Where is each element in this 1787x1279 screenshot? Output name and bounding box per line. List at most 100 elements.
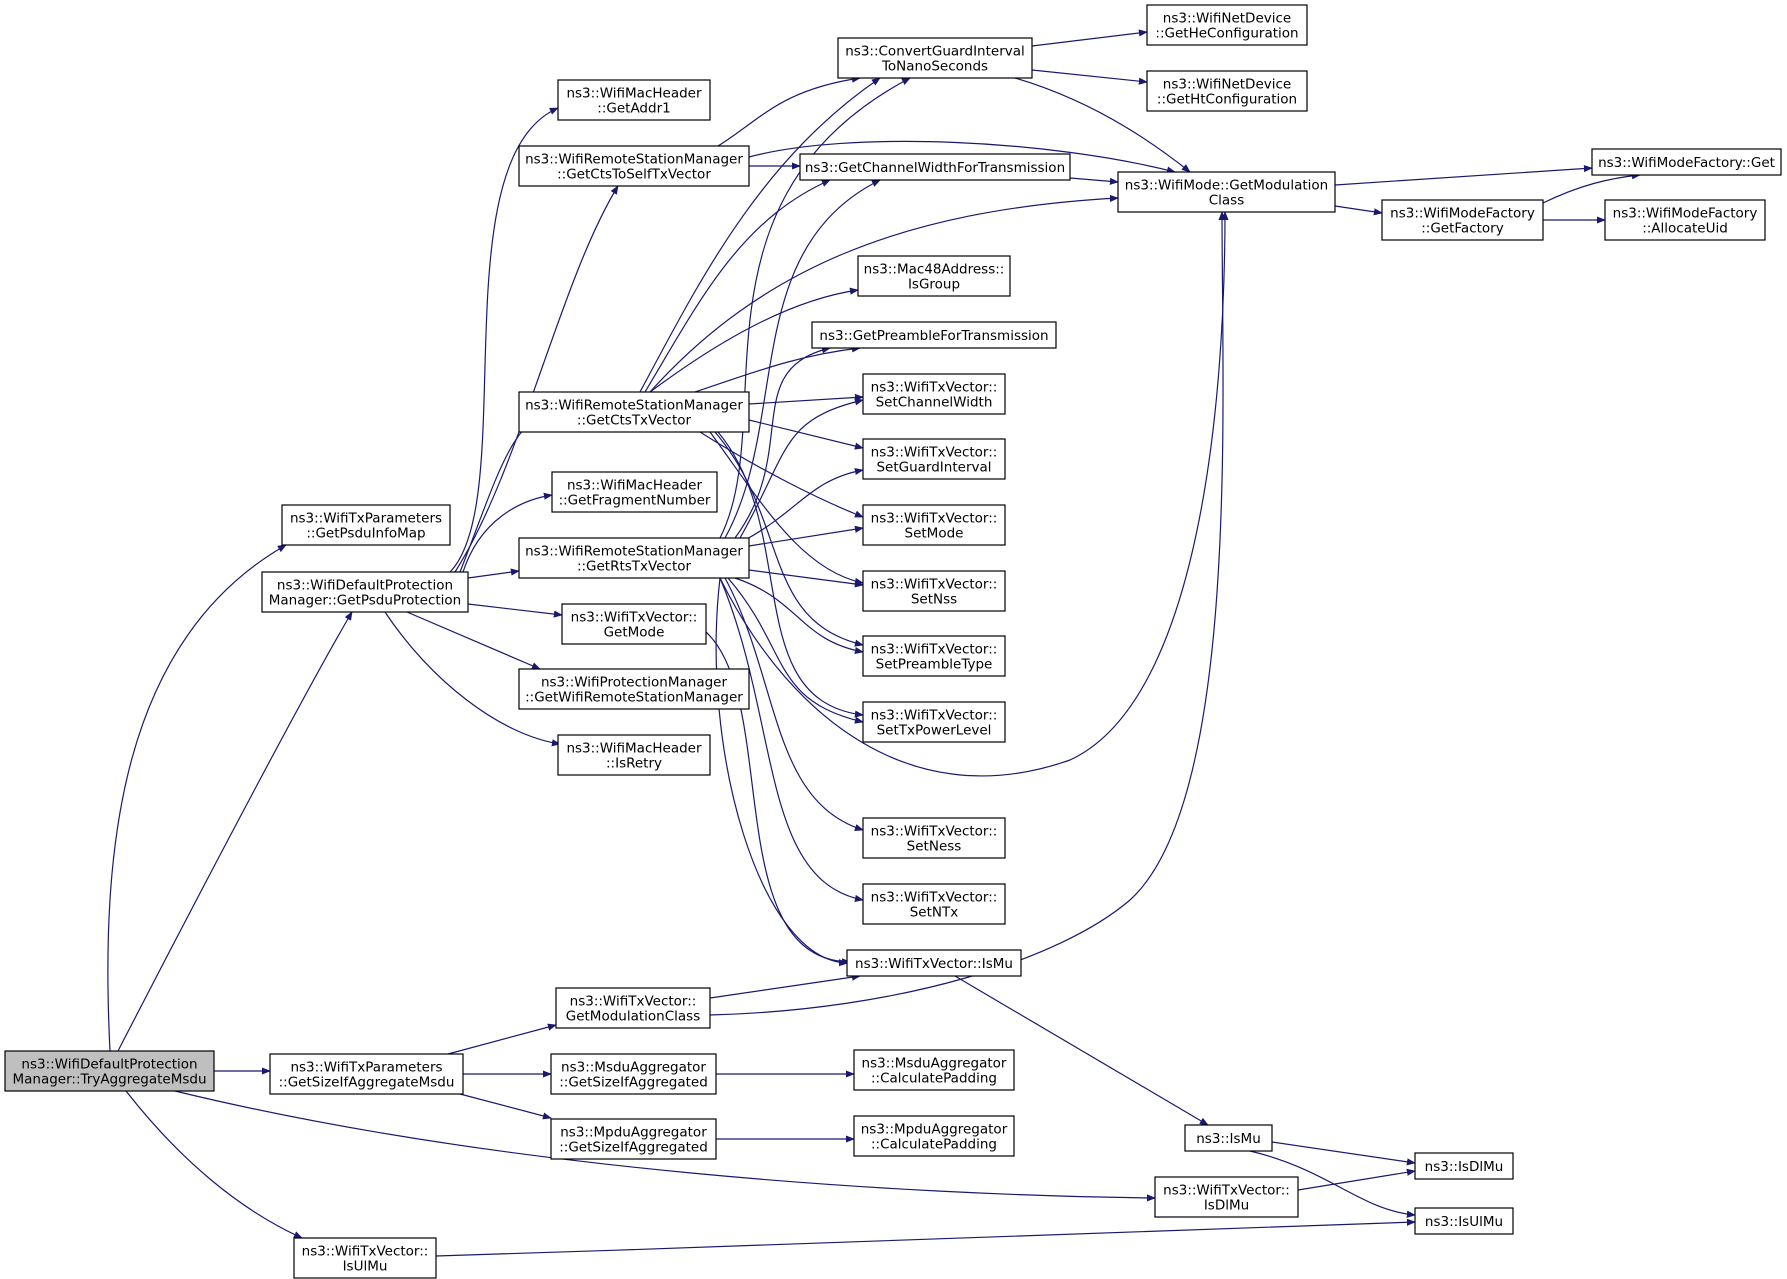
node-get-preamble-ft[interactable]: ns3::GetPreambleForTransmission	[811, 321, 1057, 349]
edge-line	[719, 577, 864, 902]
node-label: ::GetFragmentNumber	[559, 493, 711, 509]
node-get-factory[interactable]: ns3::WifiModeFactory::GetFactory	[1381, 199, 1544, 241]
node-txv-is-mu[interactable]: ns3::WifiTxVector::IsMu	[846, 949, 1022, 977]
edge-get-rts-to-convert-gi	[719, 77, 911, 539]
node-box	[550, 1053, 717, 1095]
node-box	[551, 471, 718, 513]
node-set-tx-power-level[interactable]: ns3::WifiTxVector::SetTxPowerLevel	[862, 701, 1006, 743]
node-get-cts[interactable]: ns3::WifiRemoteStationManager::GetCtsTxV…	[518, 391, 750, 433]
node-get-rts[interactable]: ns3::WifiRemoteStationManager::GetRtsTxV…	[518, 537, 750, 579]
node-set-mode[interactable]: ns3::WifiTxVector::SetMode	[862, 504, 1006, 546]
node-set-gi[interactable]: ns3::WifiTxVector::SetGuardInterval	[862, 438, 1006, 480]
edge-line	[724, 179, 881, 539]
node-set-nss[interactable]: ns3::WifiTxVector::SetNss	[862, 570, 1006, 612]
node-box	[862, 701, 1006, 743]
edge-line	[709, 211, 1226, 1016]
edge-root-to-txv-is-ul-mu	[125, 1090, 303, 1239]
node-allocate-uid[interactable]: ns3::WifiModeFactory::AllocateUid	[1604, 199, 1766, 241]
node-mode-get-mod-class[interactable]: ns3::WifiMode::GetModulationClass	[1117, 171, 1336, 213]
node-label: ns3::WifiRemoteStationManager	[525, 544, 743, 560]
node-label: Class	[1209, 193, 1245, 209]
node-txv-is-dl-mu[interactable]: ns3::WifiTxVector::IsDlMu	[1154, 1176, 1299, 1218]
node-label: ns3::WifiTxVector::	[871, 708, 998, 724]
edge-txv-is-mu-to-ns-is-mu	[954, 975, 1209, 1126]
edge-line	[724, 577, 864, 831]
node-box	[862, 504, 1006, 546]
node-label: ::CalculatePadding	[871, 1137, 997, 1153]
node-get-psdu-protection[interactable]: ns3::WifiDefaultProtectionManager::GetPs…	[261, 571, 469, 613]
edge-line	[1031, 69, 1148, 85]
node-box	[555, 987, 711, 1029]
node-get-psdu-info-map[interactable]: ns3::WifiTxParameters::GetPsduInfoMap	[281, 504, 451, 546]
edge-line	[644, 179, 831, 393]
node-box	[1591, 148, 1782, 176]
node-is-retry[interactable]: ns3::WifiMacHeader::IsRetry	[557, 734, 711, 776]
node-msdu-get-size[interactable]: ns3::MsduAggregator::GetSizeIfAggregated	[550, 1053, 717, 1095]
node-label: ns3::WifiTxVector::	[1163, 1183, 1290, 1199]
node-box	[862, 570, 1006, 612]
node-get-ht-config[interactable]: ns3::WifiNetDevice::GetHtConfiguration	[1146, 70, 1308, 112]
node-set-ness[interactable]: ns3::WifiTxVector::SetNess	[862, 817, 1006, 859]
node-txv-is-ul-mu[interactable]: ns3::WifiTxVector::IsUlMu	[293, 1237, 437, 1279]
node-label: ::IsRetry	[606, 756, 662, 772]
node-set-ntx[interactable]: ns3::WifiTxVector::SetNTx	[862, 883, 1006, 925]
node-box	[862, 817, 1006, 859]
node-root[interactable]: ns3::WifiDefaultProtectionManager::TryAg…	[4, 1050, 215, 1092]
edge-ns-is-mu-to-ns-is-ul-mu	[1249, 1150, 1416, 1218]
edge-line	[447, 1023, 557, 1055]
edge-line	[1297, 1168, 1416, 1191]
node-txv-get-mod-class[interactable]: ns3::WifiTxVector::GetModulationClass	[555, 987, 711, 1029]
node-box	[518, 391, 750, 433]
node-set-preamble-type[interactable]: ns3::WifiTxVector::SetPreambleType	[862, 635, 1006, 677]
node-get-size-if-agg-msdu[interactable]: ns3::WifiTxParameters::GetSizeIfAggregat…	[269, 1053, 464, 1095]
node-label: ns3::WifiMacHeader	[566, 741, 702, 757]
node-mpdu-calc-pad[interactable]: ns3::MpduAggregator::CalculatePadding	[853, 1115, 1015, 1157]
node-label: ::GetCtsTxVector	[577, 413, 692, 429]
edge-line	[174, 1090, 1156, 1202]
node-box	[4, 1050, 215, 1092]
edge-line	[748, 140, 1176, 174]
edge-line	[1334, 205, 1383, 216]
node-label: ns3::MsduAggregator	[862, 1056, 1007, 1072]
node-label: ns3::WifiRemoteStationManager	[525, 152, 743, 168]
node-box	[799, 153, 1071, 181]
node-label: IsUlMu	[343, 1259, 388, 1275]
edge-get-rts-to-get-cwft	[724, 179, 881, 539]
edge-get-psdu-protection-to-get-wrsm	[406, 611, 541, 670]
node-txv-get-mode[interactable]: ns3::WifiTxVector::GetMode	[561, 603, 707, 645]
node-label: ns3::WifiRemoteStationManager	[525, 398, 743, 414]
node-label: ns3::WifiNetDevice	[1163, 11, 1291, 27]
node-ns-is-ul-mu[interactable]: ns3::IsUlMu	[1414, 1207, 1514, 1235]
edge-line	[748, 393, 864, 405]
edge-get-rts-to-set-tx-power-level	[727, 577, 864, 724]
node-get-frag-num[interactable]: ns3::WifiMacHeader::GetFragmentNumber	[551, 471, 718, 513]
node-ns-is-mu[interactable]: ns3::IsMu	[1184, 1124, 1273, 1152]
node-get-addr1[interactable]: ns3::WifiMacHeader::GetAddr1	[557, 79, 711, 121]
node-ns-is-dl-mu[interactable]: ns3::IsDlMu	[1414, 1152, 1514, 1180]
node-mac48-is-group[interactable]: ns3::Mac48Address::IsGroup	[857, 255, 1011, 297]
edge-get-psdu-protection-to-get-cts-to-self	[454, 185, 619, 573]
node-get-cwft[interactable]: ns3::GetChannelWidthForTransmission	[799, 153, 1071, 181]
node-factory-get[interactable]: ns3::WifiModeFactory::Get	[1591, 148, 1782, 176]
edge-get-cts-to-mac48-is-group	[649, 287, 859, 393]
node-set-channel-width[interactable]: ns3::WifiTxVector::SetChannelWidth	[862, 373, 1006, 415]
node-mpdu-get-size[interactable]: ns3::MpduAggregator::GetSizeIfAggregated	[550, 1118, 717, 1160]
edge-line	[384, 611, 561, 747]
edge-line	[744, 467, 864, 541]
node-get-wrsm[interactable]: ns3::WifiProtectionManager::GetWifiRemot…	[518, 668, 750, 710]
edge-root-to-get-psdu-protection	[117, 611, 353, 1052]
node-label: ns3::WifiModeFactory	[1390, 206, 1535, 222]
node-get-cts-to-self[interactable]: ns3::WifiRemoteStationManager::GetCtsToS…	[518, 145, 750, 187]
node-label: IsDlMu	[1204, 1198, 1249, 1214]
node-box	[853, 1049, 1015, 1091]
node-label: ns3::IsDlMu	[1425, 1159, 1504, 1175]
node-get-he-config[interactable]: ns3::WifiNetDevice::GetHeConfiguration	[1146, 4, 1308, 46]
node-label: ns3::WifiDefaultProtection	[277, 578, 453, 594]
node-msdu-calc-pad[interactable]: ns3::MsduAggregator::CalculatePadding	[853, 1049, 1015, 1091]
edge-get-cts-to-get-preamble-ft	[694, 345, 861, 393]
edge-line	[748, 419, 864, 450]
node-label: ns3::WifiMacHeader	[567, 478, 703, 494]
node-label: ns3::WifiTxVector::IsMu	[855, 956, 1013, 972]
